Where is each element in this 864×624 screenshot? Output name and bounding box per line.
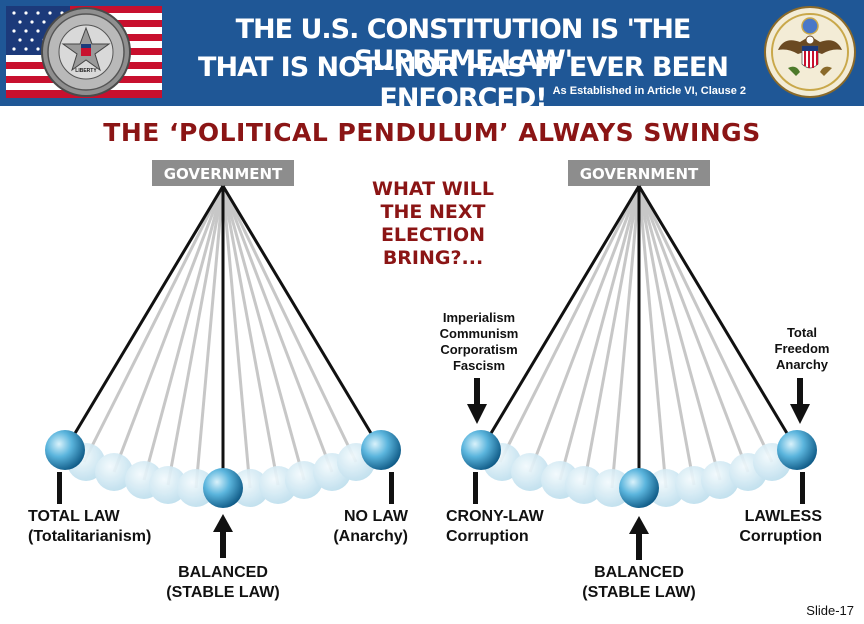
right-pendulum-ball-right [777,430,817,470]
header-banner: LIBERTY THE U.S. CONSTITUTION IS 'THE SU… [0,0,864,114]
lawless-subtitle: Corruption [739,528,822,545]
question-line-4: BRING?... [382,247,484,269]
total-law-title: TOTAL LAW [28,508,120,525]
left-center-arrow [213,514,233,558]
authoritarian-systems-label: Imperialism Communism Corporatism Fascis… [420,310,538,374]
imperialism-text: Imperialism [442,310,516,325]
crony-law-label: CRONY-LAW Corruption [446,507,586,547]
total-law-label: TOTAL LAW (Totalitarianism) [28,507,198,547]
banner-subtitle: As Established in Article VI, Clause 2 [552,85,746,97]
freedom-text: Freedom [774,341,830,356]
right-left-down-arrow [467,378,487,424]
right-government-label: GOVERNMENT [580,165,699,183]
total-law-subtitle: (Totalitarianism) [28,528,152,545]
great-seal-icon [764,6,856,98]
us-flag-seal-icon: LIBERTY [6,6,162,98]
lawless-title: LAWLESS [744,508,822,525]
crony-law-title: CRONY-LAW [446,508,544,525]
no-law-label: NO LAW (Anarchy) [308,507,408,547]
lawless-label: LAWLESS Corruption [716,507,822,547]
question-line-2: THE NEXT [380,201,486,223]
right-balanced-title: BALANCED [594,564,684,581]
left-government-label: GOVERNMENT [164,165,283,183]
right-balanced-subtitle: (STABLE LAW) [582,584,696,601]
left-balanced-title: BALANCED [178,564,268,581]
right-pendulum: GOVERNMENT [461,160,817,560]
right-balanced-label: BALANCED (STABLE LAW) [556,563,722,603]
slide-number: Slide-17 [806,603,854,618]
left-pendulum-ball-left [45,430,85,470]
banner-title-line-2: THAT IS NOT--NOR HAS IT EVER BEEN ENFORC… [198,52,729,114]
no-law-title: NO LAW [344,508,408,525]
communism-text: Communism [439,326,519,341]
election-question: WHAT WILL THE NEXT ELECTION BRING?... [350,178,516,270]
main-title: THE ‘POLITICAL PENDULUM’ ALWAYS SWINGS [103,118,761,147]
anarchy-text: Anarchy [775,357,829,372]
corporatism-text: Corporatism [440,342,518,357]
right-center-arrow [629,516,649,560]
total-text: Total [786,325,818,340]
banner-title-line-1: THE U.S. CONSTITUTION IS 'THE SUPREME LA… [235,14,692,76]
question-line-3: ELECTION [380,224,486,246]
no-law-subtitle: (Anarchy) [333,528,408,545]
left-balanced-subtitle: (STABLE LAW) [166,584,280,601]
question-line-1: WHAT WILL [372,178,494,200]
left-pendulum-ball-right [361,430,401,470]
right-pendulum-ball-left [461,430,501,470]
svg-text:LIBERTY: LIBERTY [75,68,97,74]
right-right-down-arrow [790,378,810,424]
fascism-text: Fascism [452,358,506,373]
total-freedom-label: Total Freedom Anarchy [756,325,848,373]
left-pendulum: GOVERNMENT [45,160,401,558]
left-balanced-label: BALANCED (STABLE LAW) [140,563,306,603]
left-pendulum-ball-center [203,468,243,508]
left-government-box [152,160,294,186]
crony-law-subtitle: Corruption [446,528,529,545]
right-pendulum-ball-center [619,468,659,508]
right-government-box [568,160,710,186]
